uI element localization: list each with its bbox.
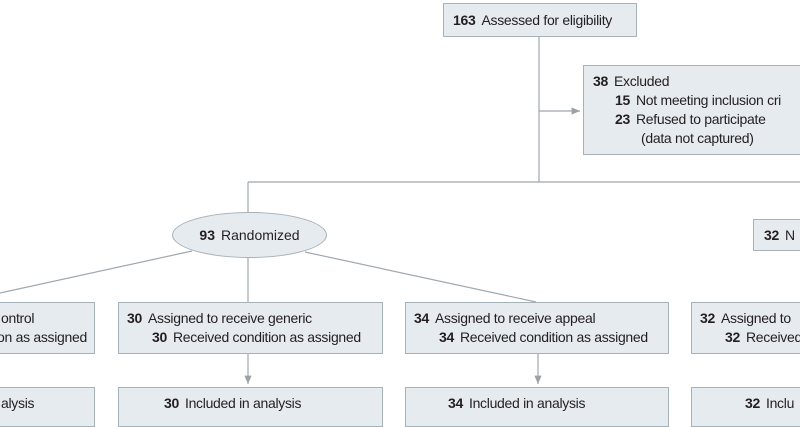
assessed-count: 163 [453, 12, 476, 28]
arm-3-assigned-count: 34 [414, 310, 429, 326]
arm-4-assigned-count: 32 [700, 310, 715, 326]
arm-1-analysis-label: alysis [1, 395, 35, 411]
arm-3-analysis-box: 34 Included in analysis [405, 387, 669, 427]
arm-2-received-count: 30 [152, 329, 167, 345]
arm-2-assigned-label: Assigned to receive generic [147, 310, 312, 326]
randomized-oval: 93 Randomized [172, 212, 327, 258]
arm-3-analysis-count: 34 [448, 395, 463, 411]
excluded-reason-count: 23 [615, 111, 630, 127]
arm-1-assignment-box: ontrol on as assigned [0, 302, 95, 354]
connector-arm-1 [0, 250, 193, 294]
arm-4-received-count: 32 [725, 329, 740, 345]
arm-4-analysis-count: 32 [745, 395, 760, 411]
excluded-label: Excluded [613, 73, 670, 89]
assessed-box: 163 Assessed for eligibility [443, 3, 637, 37]
not-randomized-label: N [784, 227, 795, 243]
arm-2-analysis-box: 30 Included in analysis [118, 387, 383, 427]
not-randomized-box: 32 N [753, 219, 800, 251]
connector-arm-3 [304, 251, 537, 303]
arm-3-assigned-label: Assigned to receive appeal [434, 310, 596, 326]
excluded-reason-count: 15 [615, 92, 630, 108]
arm-4-analysis-box: 32 Inclu [691, 387, 800, 427]
arm-1-assigned-label: ontrol [1, 310, 35, 326]
arm-3-analysis-label: Included in analysis [468, 395, 586, 411]
excluded-count: 38 [593, 73, 608, 89]
arm-3-received-label: Received condition as assigned [459, 329, 648, 345]
arm-2-received-label: Received condition as assigned [172, 329, 361, 345]
randomized-label: Randomized [220, 227, 300, 243]
arm-1-analysis-box: alysis [0, 387, 95, 427]
arm-4-received-label: Received [745, 329, 800, 345]
arm-3-received-count: 34 [439, 329, 454, 345]
arm-2-assigned-count: 30 [127, 310, 142, 326]
arm-2-analysis-count: 30 [164, 395, 179, 411]
arm-1-received-label: on as assigned [0, 329, 87, 345]
arm-2-analysis-label: Included in analysis [184, 395, 302, 411]
excluded-reason-label: Refused to participate [635, 111, 766, 127]
excluded-reason-label: Not meeting inclusion cri [635, 92, 781, 108]
excluded-reason-note: (data not captured) [641, 130, 754, 146]
assessed-label: Assessed for eligibility [481, 12, 612, 28]
not-randomized-count: 32 [764, 227, 779, 243]
excluded-box: 38 Excluded 15 Not meeting inclusion cri 2… [583, 65, 800, 155]
randomized-count: 93 [199, 227, 215, 243]
arm-4-assigned-label: Assigned to [720, 310, 791, 326]
arm-4-analysis-label: Inclu [765, 395, 795, 411]
